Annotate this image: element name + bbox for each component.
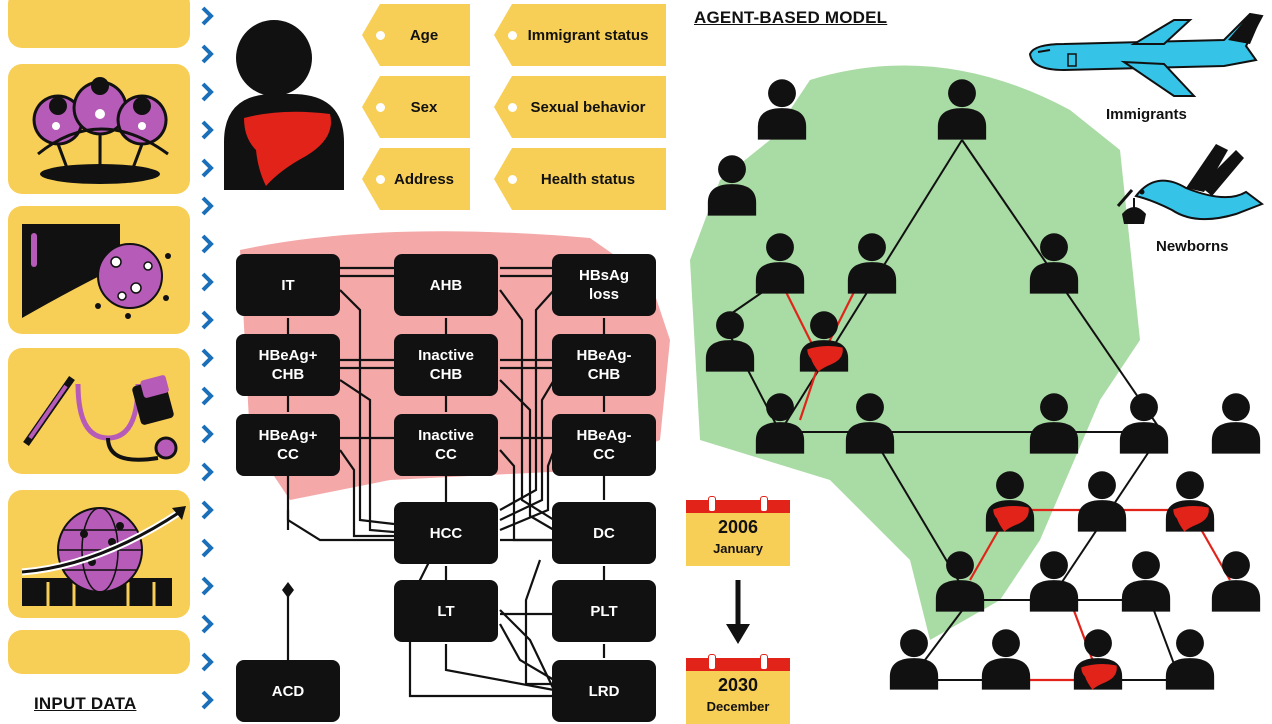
calendar-ring [708, 654, 716, 670]
attribute-tag-address: Address [362, 148, 470, 210]
attribute-tag-immigrant-status: Immigrant status [494, 4, 666, 66]
input-data-title: INPUT DATA [34, 694, 137, 713]
calendar-ring [760, 496, 768, 512]
calendar-end-year: 2030 [717, 675, 759, 695]
tag-hole [376, 174, 385, 184]
calendar-ring [708, 496, 716, 512]
attribute-tag-sexual-behavior: Sexual behavior [494, 76, 666, 138]
state-inactive-chb: Inactive CHB [394, 334, 498, 396]
input-panel-global-trend [8, 490, 190, 618]
liver-virus-icon [22, 224, 171, 319]
chevron-column [201, 6, 214, 710]
tag-hole [508, 102, 517, 112]
state-it: IT [236, 254, 340, 316]
state-dc: DC [552, 502, 656, 564]
state-hbeag-pos-chb: HBeAg+ CHB [236, 334, 340, 396]
state-hbeag-neg-cc: HBeAg- CC [552, 414, 656, 476]
input-panel-medical [8, 348, 190, 474]
agent-network [690, 65, 1261, 690]
calendar-end-month: December [706, 699, 770, 714]
immigrants-label: Immigrants [1106, 106, 1187, 123]
state-hbsag-loss: HBsAg loss [552, 254, 656, 316]
tag-hole [376, 102, 385, 112]
timeline-arrow-icon [726, 580, 750, 644]
state-acd: ACD [236, 660, 340, 722]
calendar-end: 2030 December [686, 654, 790, 724]
state-lt: LT [394, 580, 498, 642]
calendar-start: 2006 January [686, 496, 790, 566]
agent-liver-icon [224, 20, 344, 190]
state-ahb: AHB [394, 254, 498, 316]
calendar-start-month: January [713, 541, 763, 556]
input-panel-liver-virus [8, 206, 190, 334]
calendar-start-year: 2006 [717, 517, 759, 537]
state-hbeag-pos-cc: HBeAg+ CC [236, 414, 340, 476]
model-title: AGENT-BASED MODEL [694, 8, 888, 27]
tag-hole [376, 30, 385, 40]
input-panel-population [8, 64, 190, 194]
attribute-tag-age: Age [362, 4, 470, 66]
attribute-tag-health-status: Health status [494, 148, 666, 210]
population-icon [32, 77, 169, 184]
newborns-label: Newborns [1156, 238, 1229, 255]
state-hcc: HCC [394, 502, 498, 564]
attribute-tag-sex: Sex [362, 76, 470, 138]
state-hbeag-neg-chb: HBeAg- CHB [552, 334, 656, 396]
tag-hole [508, 30, 517, 40]
state-lrd: LRD [552, 660, 656, 722]
state-plt: PLT [552, 580, 656, 642]
globe-trend-icon [21, 506, 186, 606]
airplane-icon [1028, 12, 1264, 97]
stork-icon [1116, 144, 1264, 224]
calendar-ring [760, 654, 768, 670]
tag-hole [508, 174, 517, 184]
medical-tools-icon [23, 375, 178, 462]
input-panel-top-stub [8, 0, 190, 48]
input-panel-bottom-stub [8, 630, 190, 674]
state-inactive-cc: Inactive CC [394, 414, 498, 476]
